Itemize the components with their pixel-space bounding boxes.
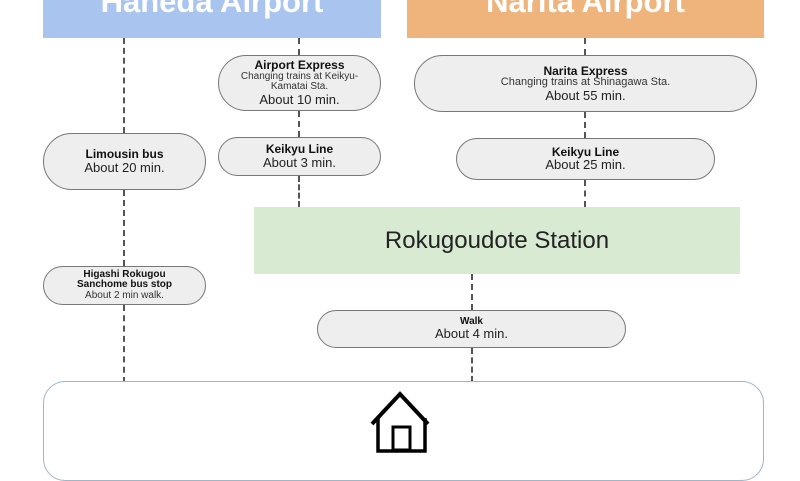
haneda-airport-box: Haneda Airport bbox=[43, 0, 381, 38]
house-icon bbox=[370, 391, 430, 453]
haneda-airport-label: Haneda Airport bbox=[100, 0, 324, 19]
connector-line bbox=[584, 38, 586, 55]
bus-stop-route: Higashi Rokugou Sanchome bus stop About … bbox=[43, 266, 206, 305]
connector-line bbox=[298, 38, 300, 55]
connector-line bbox=[123, 190, 125, 266]
keikyu-line-haneda-route: Keikyu Line About 3 min. bbox=[218, 137, 381, 176]
route-time: About 55 min. bbox=[545, 87, 626, 103]
route-title: Keikyu Line bbox=[551, 144, 620, 159]
connector-line bbox=[471, 348, 473, 382]
station-label: Rokugoudote Station bbox=[384, 226, 610, 254]
connector-line bbox=[298, 111, 300, 137]
narita-express-route: Narita Express Changing trains at Shinag… bbox=[414, 55, 757, 112]
limousin-bus-route: Limousin bus About 20 min. bbox=[43, 133, 206, 190]
connector-line bbox=[123, 38, 125, 133]
connector-line bbox=[584, 180, 586, 207]
connector-line bbox=[123, 305, 125, 383]
airport-express-route: Airport Express Changing trains at Keiky… bbox=[218, 55, 381, 111]
route-note: Changing trains at Keikyu-Kamatai Sta. bbox=[240, 70, 359, 93]
connector-line bbox=[471, 274, 473, 310]
route-time: About 2 min walk. bbox=[85, 289, 164, 301]
route-time: About 3 min. bbox=[263, 154, 336, 170]
connector-line bbox=[584, 112, 586, 138]
route-title: Limousin bus bbox=[85, 147, 164, 162]
route-title: Walk bbox=[460, 315, 483, 327]
route-time: About 20 min. bbox=[84, 159, 165, 175]
route-time: About 10 min. bbox=[259, 91, 340, 107]
narita-airport-label: Narita Airport bbox=[486, 0, 685, 19]
rokugoudote-station-box: Rokugoudote Station bbox=[254, 207, 740, 274]
route-title: Keikyu Line bbox=[265, 142, 334, 157]
route-time: About 4 min. bbox=[435, 326, 508, 342]
connector-line bbox=[298, 176, 300, 207]
route-note: Changing trains at Shinagawa Sta. bbox=[500, 76, 671, 89]
walk-route: Walk About 4 min. bbox=[317, 310, 626, 348]
route-time: About 25 min. bbox=[545, 157, 626, 173]
keikyu-line-narita-route: Keikyu Line About 25 min. bbox=[456, 138, 715, 180]
route-title: Airport Express bbox=[254, 58, 345, 73]
route-title: Narita Express bbox=[543, 63, 628, 78]
route-title: Higashi Rokugou Sanchome bus stop bbox=[76, 268, 172, 291]
narita-airport-box: Narita Airport bbox=[407, 0, 764, 38]
